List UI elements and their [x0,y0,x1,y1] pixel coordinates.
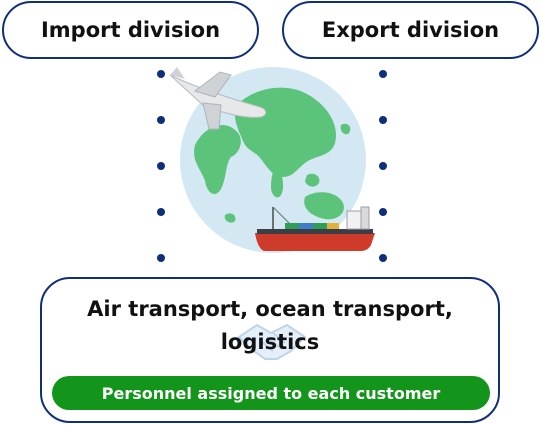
export-division-label: Export division [321,18,500,42]
cargo-ship-icon [255,206,375,251]
personnel-badge: Personnel assigned to each customer [52,376,490,410]
services-line-1: Air transport, ocean transport, [87,297,453,321]
import-division-box: Import division [2,1,259,59]
handshake-icon [237,323,307,360]
personnel-label: Personnel assigned to each customer [101,383,441,403]
import-division-label: Import division [40,18,221,42]
services-box: Air transport, ocean transport, logistic… [40,277,500,423]
services-line-2: logistics [220,330,320,354]
airplane-icon [169,67,267,130]
services-text: Air transport, ocean transport, logistic… [42,293,498,359]
globe-icon [169,67,375,253]
export-division-box: Export division [282,1,539,59]
